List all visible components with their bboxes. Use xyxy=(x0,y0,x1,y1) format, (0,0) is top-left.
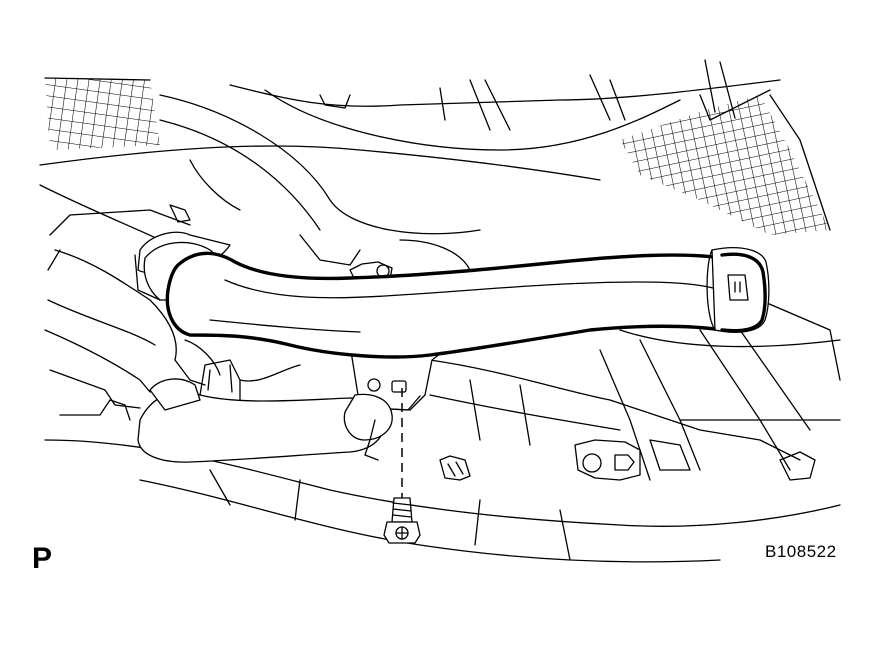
lower-hose xyxy=(137,339,393,463)
side-bracket xyxy=(439,439,641,481)
air-intake-hose xyxy=(165,247,770,359)
figure-code: B108522 xyxy=(765,542,837,561)
bolt-icon xyxy=(383,497,421,544)
background-panels xyxy=(39,74,841,563)
left-mesh-grille xyxy=(44,77,160,150)
view-label: P xyxy=(32,542,53,575)
